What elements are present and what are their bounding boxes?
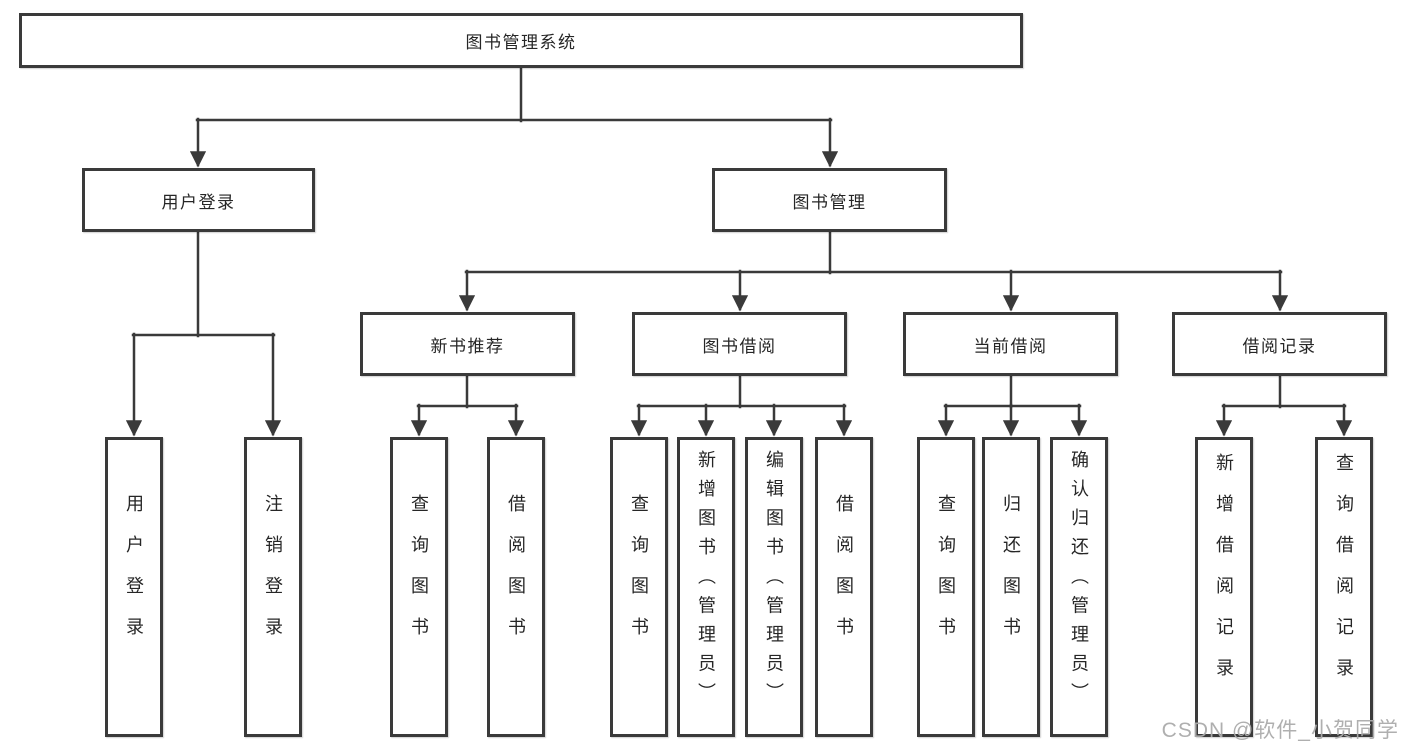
leaf-current-query-book-label: 查询图书 xyxy=(936,493,956,658)
node-current-borrow: 当前借阅 xyxy=(903,312,1118,376)
leaf-borrow-query-book-label: 查询图书 xyxy=(629,493,649,658)
node-borrow-records: 借阅记录 xyxy=(1172,312,1387,376)
leaf-return-book: 归还图书 xyxy=(982,437,1040,737)
leaf-current-query-book: 查询图书 xyxy=(917,437,975,737)
leaf-user-login: 用户登录 xyxy=(105,437,163,737)
leaf-recommend-query-book: 查询图书 xyxy=(390,437,448,737)
leaf-user-login-label: 用户登录 xyxy=(124,493,144,658)
node-new-book-recommend: 新书推荐 xyxy=(360,312,575,376)
node-new-book-recommend-label: 新书推荐 xyxy=(430,336,505,356)
leaf-query-borrow-record: 查询借阅记录 xyxy=(1315,437,1373,737)
node-root: 图书管理系统 xyxy=(19,13,1023,68)
leaf-add-book-admin-label: 新增图书（管理员） xyxy=(696,450,716,713)
leaf-borrow-borrow-book-label: 借阅图书 xyxy=(834,493,854,658)
leaf-confirm-return-admin-label: 确认归还（管理员） xyxy=(1069,450,1089,713)
leaf-add-borrow-record-label: 新增借阅记录 xyxy=(1214,452,1234,699)
leaf-logout: 注销登录 xyxy=(244,437,302,737)
leaf-add-borrow-record: 新增借阅记录 xyxy=(1195,437,1253,737)
leaf-recommend-borrow-book-label: 借阅图书 xyxy=(506,493,526,658)
leaf-edit-book-admin-label: 编辑图书（管理员） xyxy=(764,450,784,713)
leaf-query-borrow-record-label: 查询借阅记录 xyxy=(1334,452,1354,699)
node-root-label: 图书管理系统 xyxy=(465,33,577,52)
leaf-confirm-return-admin: 确认归还（管理员） xyxy=(1050,437,1108,737)
node-user-login: 用户登录 xyxy=(82,168,315,232)
leaf-edit-book-admin: 编辑图书（管理员） xyxy=(745,437,803,737)
node-book-borrow: 图书借阅 xyxy=(632,312,847,376)
node-book-management: 图书管理 xyxy=(712,168,947,232)
node-user-login-label: 用户登录 xyxy=(161,192,236,212)
leaf-recommend-borrow-book: 借阅图书 xyxy=(487,437,545,737)
leaf-logout-label: 注销登录 xyxy=(263,493,283,658)
leaf-borrow-query-book: 查询图书 xyxy=(610,437,668,737)
leaf-add-book-admin: 新增图书（管理员） xyxy=(677,437,735,737)
leaf-return-book-label: 归还图书 xyxy=(1001,493,1021,658)
leaf-recommend-query-book-label: 查询图书 xyxy=(409,493,429,658)
leaf-borrow-borrow-book: 借阅图书 xyxy=(815,437,873,737)
csdn-watermark: CSDN @软件_小贺同学 xyxy=(1161,719,1399,742)
node-book-management-label: 图书管理 xyxy=(792,192,867,212)
node-current-borrow-label: 当前借阅 xyxy=(973,336,1048,356)
node-borrow-records-label: 借阅记录 xyxy=(1242,336,1317,356)
node-book-borrow-label: 图书借阅 xyxy=(702,336,777,356)
